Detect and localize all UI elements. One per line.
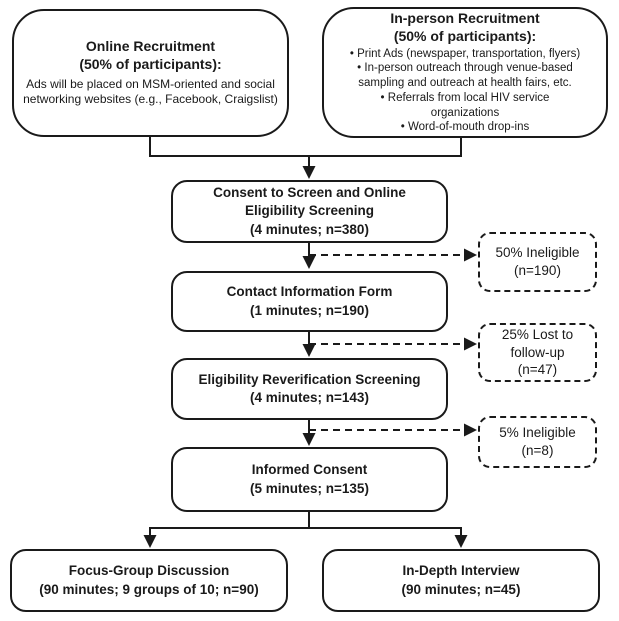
in-person-recruitment-bullets: • Print Ads (newspaper, transportation, … bbox=[350, 47, 580, 135]
bullet-icon: • bbox=[357, 62, 362, 75]
bullet-item: • Print Ads (newspaper, transportation, … bbox=[350, 47, 580, 62]
online-recruitment-title: Online Recruitment (50% of participants)… bbox=[79, 38, 222, 72]
eligibility-reverification-label: Eligibility Reverification Screening (4 … bbox=[198, 371, 421, 405]
bullet-icon: • bbox=[380, 91, 385, 104]
bullet-icon: • bbox=[349, 47, 354, 60]
box-dropout-ineligible-5: 5% Ineligible (n=8) bbox=[478, 416, 597, 468]
consent-screen-label: Consent to Screen and Online Eligibility… bbox=[213, 185, 406, 237]
dropout-ineligible-50-label: 50% Ineligible (n=190) bbox=[495, 245, 580, 278]
box-consent-screen: Consent to Screen and Online Eligibility… bbox=[171, 180, 448, 243]
box-focus-group: Focus-Group Discussion (90 minutes; 9 gr… bbox=[10, 549, 288, 612]
bullet-label: Print Ads (newspaper, transportation, fl… bbox=[357, 47, 581, 60]
connector-consent-split bbox=[143, 512, 468, 548]
bullet-item: • Word-of-mouth drop-ins bbox=[350, 120, 580, 135]
connector-reverification-to-consent bbox=[302, 420, 316, 446]
in-depth-interview-label: In-Depth Interview (90 minutes; n=45) bbox=[401, 563, 521, 597]
bullet-label: In-person outreach through venue-based s… bbox=[358, 62, 573, 90]
online-recruitment-body: Ads will be placed on MSM-oriented and s… bbox=[23, 76, 278, 107]
box-online-recruitment: Online Recruitment (50% of participants)… bbox=[12, 9, 289, 137]
connector-dropout-ineligible-50 bbox=[309, 248, 477, 262]
bullet-icon: • bbox=[400, 121, 405, 134]
dropout-lost-followup-label: 25% Lost to follow-up (n=47) bbox=[501, 327, 574, 378]
in-person-recruitment-title: In-person Recruitment (50% of participan… bbox=[390, 9, 540, 44]
connector-contact-to-reverification bbox=[302, 332, 316, 357]
connector-dropout-ineligible-5 bbox=[309, 423, 477, 437]
box-dropout-lost-followup: 25% Lost to follow-up (n=47) bbox=[478, 323, 597, 382]
bullet-label: Word-of-mouth drop-ins bbox=[408, 121, 530, 134]
dropout-ineligible-5-label: 5% Ineligible (n=8) bbox=[499, 425, 576, 458]
connector-consent-to-contact bbox=[302, 243, 316, 269]
contact-form-label: Contact Information Form (1 minutes; n=1… bbox=[226, 284, 393, 318]
connector-dropout-lost-followup bbox=[309, 337, 477, 351]
box-informed-consent: Informed Consent (5 minutes; n=135) bbox=[171, 447, 448, 512]
focus-group-label: Focus-Group Discussion (90 minutes; 9 gr… bbox=[39, 563, 259, 597]
connector-recruitment-merge bbox=[149, 137, 462, 179]
box-dropout-ineligible-50: 50% Ineligible (n=190) bbox=[478, 232, 597, 292]
box-contact-form: Contact Information Form (1 minutes; n=1… bbox=[171, 271, 448, 332]
informed-consent-label: Informed Consent (5 minutes; n=135) bbox=[250, 462, 369, 496]
box-in-person-recruitment: In-person Recruitment (50% of participan… bbox=[322, 7, 608, 138]
box-in-depth-interview: In-Depth Interview (90 minutes; n=45) bbox=[322, 549, 600, 612]
box-eligibility-reverification: Eligibility Reverification Screening (4 … bbox=[171, 358, 448, 420]
bullet-item: • In-person outreach through venue-based… bbox=[350, 61, 580, 90]
bullet-label: Referrals from local HIV service organiz… bbox=[387, 91, 550, 119]
bullet-item: • Referrals from local HIV service organ… bbox=[350, 91, 580, 120]
